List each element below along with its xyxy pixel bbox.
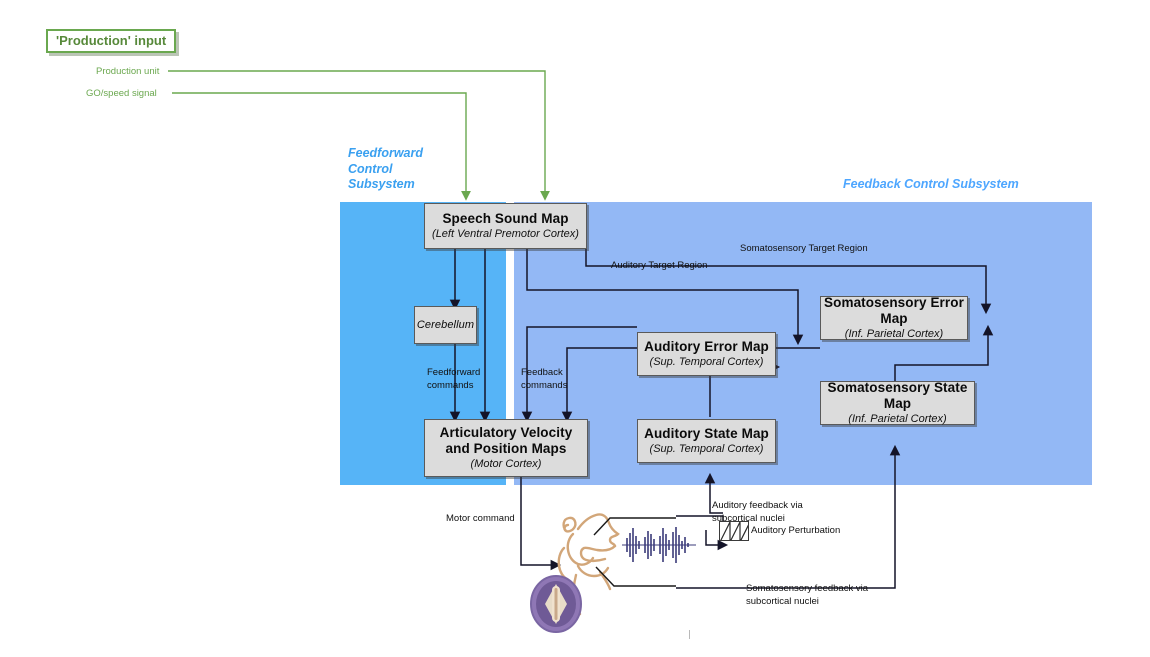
node-somatosensory-state-map[interactable]: Somatosensory State Map (Inf. Parietal C… xyxy=(820,379,975,426)
feedforward-panel-label-line3: Subsystem xyxy=(348,177,415,192)
feedforward-panel-label-line2: Control xyxy=(348,161,393,176)
wire-motor-command xyxy=(520,477,562,571)
node-articulatory-subtitle: (Motor Cortex) xyxy=(470,458,542,471)
node-speech-sound-map-subtitle: (Left Ventral Premotor Cortex) xyxy=(432,228,579,241)
node-somatosensory-error-map-title: Somatosensory Error Map xyxy=(824,294,964,326)
node-auditory-error-map-title: Auditory Error Map xyxy=(644,338,769,354)
label-auditory-target-region: Auditory Target Region xyxy=(611,260,708,271)
label-feedback-commands: Feedback commands xyxy=(521,367,567,393)
label-auditory-feedback: Auditory feedback via subcortical nuclei xyxy=(712,500,803,526)
label-motor-command: Motor command xyxy=(446,513,515,524)
node-somatosensory-error-map-subtitle: (Inf. Parietal Cortex) xyxy=(844,328,944,341)
node-somatosensory-state-map-title: Somatosensory State Map xyxy=(827,379,968,411)
label-somatosensory-feedback: Somatosensory feedback via subcortical n… xyxy=(746,583,868,609)
node-auditory-error-map[interactable]: Auditory Error Map (Sup. Temporal Cortex… xyxy=(637,332,776,376)
node-speech-sound-map-title: Speech Sound Map xyxy=(442,210,569,226)
label-auditory-perturbation: Auditory Perturbation xyxy=(751,525,841,536)
label-somatosensory-feedback-line2: subcortical nuclei xyxy=(746,595,819,607)
feedback-panel-label: Feedback Control Subsystem xyxy=(843,177,1019,191)
node-cerebellum-title: Cerebellum xyxy=(416,318,475,331)
label-somatosensory-feedback-line1: Somatosensory feedback via xyxy=(746,583,868,594)
label-feedback-commands-line1: Feedback xyxy=(521,367,563,378)
page-tick-mark xyxy=(689,630,690,639)
leader-lines xyxy=(593,517,676,587)
hatch-icon xyxy=(720,522,748,540)
feedforward-panel-label-line1: Feedforward xyxy=(348,146,424,160)
wire-production-unit xyxy=(168,70,550,201)
auditory-perturbation-block[interactable] xyxy=(719,521,749,541)
wire-go-speed-signal xyxy=(172,92,471,201)
node-articulatory-title-line2: and Position Maps xyxy=(445,440,567,456)
node-speech-sound-map[interactable]: Speech Sound Map (Left Ventral Premotor … xyxy=(424,203,587,249)
wire-perturbation-in xyxy=(705,530,729,551)
wire-auditory-error-to-artic xyxy=(521,326,637,423)
wire-auditory-feedback xyxy=(704,472,723,514)
wire-auditory-target-region xyxy=(526,249,804,346)
node-articulatory-velocity-and-position-maps[interactable]: Articulatory Velocity and Position Maps … xyxy=(424,419,588,477)
node-auditory-state-map-title: Auditory State Map xyxy=(644,425,769,441)
label-auditory-feedback-line2: subcortical nuclei xyxy=(712,512,785,524)
node-auditory-error-map-subtitle: (Sup. Temporal Cortex) xyxy=(649,356,764,369)
waveform-icon xyxy=(622,527,696,563)
label-somatosensory-target-region: Somatosensory Target Region xyxy=(740,243,868,254)
node-auditory-state-map-subtitle: (Sup. Temporal Cortex) xyxy=(649,443,764,456)
label-auditory-feedback-line1: Auditory feedback via xyxy=(712,500,803,511)
node-somatosensory-state-map-subtitle: (Inf. Parietal Cortex) xyxy=(848,413,947,426)
node-articulatory-title-line1: Articulatory Velocity xyxy=(439,424,573,440)
wire-somatosensory-target-region xyxy=(585,249,992,315)
feedforward-panel-label: Feedforward Control Subsystem xyxy=(348,146,423,193)
node-somatosensory-error-map[interactable]: Somatosensory Error Map (Inf. Parietal C… xyxy=(820,294,968,341)
wire-somato-state-to-error xyxy=(894,324,994,388)
wire-somatosensory-feedback xyxy=(676,444,901,589)
label-feedforward-commands-line2: commands xyxy=(427,379,474,391)
label-feedforward-commands: Feedforward commands xyxy=(427,367,480,393)
vocal-folds-icon xyxy=(530,575,582,633)
production-unit-label: Production unit xyxy=(96,66,160,77)
label-feedforward-commands-line1: Feedforward xyxy=(427,367,481,378)
node-auditory-state-map[interactable]: Auditory State Map (Sup. Temporal Cortex… xyxy=(637,419,776,463)
production-input-badge: 'Production' input xyxy=(46,29,177,53)
go-speed-signal-label: GO/speed signal xyxy=(86,88,157,99)
label-feedback-commands-line2: commands xyxy=(521,379,568,391)
node-cerebellum[interactable]: Cerebellum xyxy=(414,306,477,344)
